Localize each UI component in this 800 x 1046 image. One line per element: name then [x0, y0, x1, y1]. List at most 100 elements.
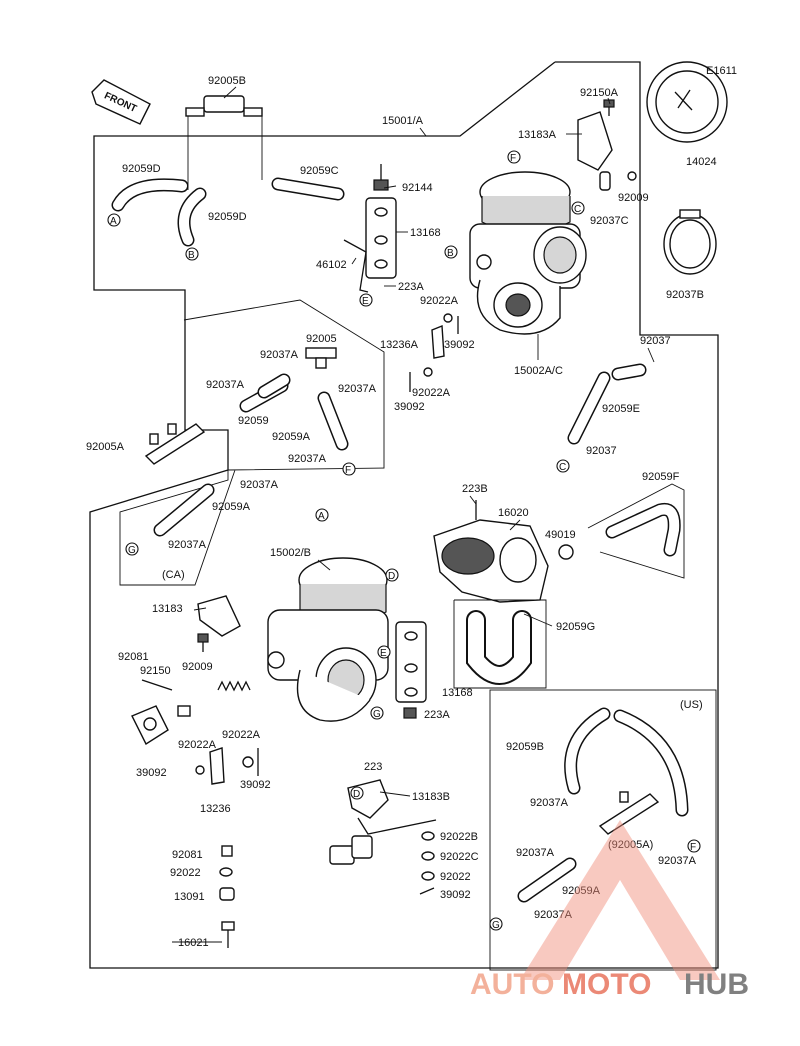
callout-g-3: G: [492, 920, 500, 931]
part-label: 223A: [424, 709, 450, 721]
needle-jet-block-13168-bottom: [395, 621, 427, 719]
us-variant-box: [489, 689, 717, 971]
part-label: 92037: [640, 335, 671, 347]
part-label: 92037C: [590, 215, 629, 227]
linkage-bottom-left: [131, 705, 191, 746]
callout-d-1: D: [388, 571, 395, 582]
callout-c-1: C: [574, 204, 581, 215]
part-label: 92059D: [122, 163, 161, 175]
clip-92037c: [599, 171, 611, 191]
part-label: 92022A: [412, 387, 451, 399]
part-label: 92005B: [208, 75, 246, 87]
callout-f-1: F: [510, 153, 516, 164]
part-label: 92037A: [288, 453, 327, 465]
part-label: 92037: [586, 445, 617, 457]
part-label: 92022: [170, 867, 201, 879]
carburetor-right-15002a-c: [469, 171, 587, 335]
part-label: 16020: [498, 507, 529, 519]
watermark-part2: MOTO: [562, 968, 651, 1001]
part-label: 223: [364, 761, 382, 773]
part-label: 92037A: [260, 349, 299, 361]
bracket-13183: [197, 595, 241, 637]
needle-jet-block-13168-top: [365, 164, 397, 279]
vacuum-tee-92005b: [185, 95, 263, 117]
part-label: 92022B: [440, 831, 478, 843]
part-label: 92022: [440, 871, 471, 883]
clamp-92037b: [663, 209, 717, 275]
tee-92005a-ca: [144, 423, 206, 465]
part-label: 92037A: [534, 909, 573, 921]
part-label: 92009: [618, 192, 649, 204]
tee-92005: [305, 347, 337, 369]
part-label: 49019: [545, 529, 576, 541]
part-label: 13183B: [412, 791, 450, 803]
part-label: 39092: [444, 339, 475, 351]
callout-d-2: D: [353, 789, 360, 800]
ca-variant-box: [119, 299, 385, 586]
part-label: 39092: [136, 767, 167, 779]
leader-lines: [172, 86, 655, 943]
watermark-logo: AUTO MOTO HUB: [470, 820, 749, 1001]
part-label: 223B: [462, 483, 488, 495]
part-label: 14024: [686, 156, 717, 168]
part-label: 92037A: [206, 379, 245, 391]
part-label: 15002/B: [270, 547, 311, 559]
diagram-code: E1611: [706, 65, 737, 77]
part-label: 92037A: [240, 479, 279, 491]
part-label: 223A: [398, 281, 424, 293]
callout-a-2: A: [318, 511, 325, 522]
front-arrow-icon: FRONT: [91, 79, 151, 125]
part-label: 92022A: [178, 739, 217, 751]
throttle-body-16020: [433, 500, 549, 603]
label-ca: (CA): [162, 569, 185, 581]
callout-b-2: B: [447, 248, 454, 259]
callout-a-1: A: [110, 216, 117, 227]
part-label: 92059E: [602, 403, 640, 415]
part-label: 92037A: [516, 847, 555, 859]
part-label: 15001/A: [382, 115, 424, 127]
ring-14024: [646, 61, 728, 143]
bracket-13183a: [577, 111, 613, 171]
part-label: 46102: [316, 259, 347, 271]
part-label: 92037B: [666, 289, 704, 301]
label-us: (US): [680, 699, 703, 711]
part-label: 92081: [118, 651, 149, 663]
part-label: 92150: [140, 665, 171, 677]
part-label: 15002A/C: [514, 365, 563, 377]
part-label: 13183: [152, 603, 183, 615]
part-label: 92037A: [338, 383, 377, 395]
part-label: 13168: [442, 687, 473, 699]
part-label: 16021: [178, 937, 209, 949]
part-label: 92144: [402, 182, 433, 194]
lever-46102: [343, 239, 369, 293]
part-label: 92081: [172, 849, 203, 861]
screw-16021: [221, 921, 235, 948]
callout-e-2: E: [380, 648, 387, 659]
part-label: 92059C: [300, 165, 339, 177]
part-label: 13236: [200, 803, 231, 815]
part-label: 92005: [306, 333, 337, 345]
part-label: 92059A: [562, 885, 601, 897]
part-label: 92059F: [642, 471, 680, 483]
part-label: 13168: [410, 227, 441, 239]
part-label: 92022C: [440, 851, 479, 863]
part-labels: E1611 (CA) (US) 92005B 15001/A 92150A 13…: [86, 65, 737, 949]
part-label: 92059A: [212, 501, 251, 513]
part-label: 92037A: [168, 539, 207, 551]
callout-circles: A B F C B E F C G A D E G D F G: [107, 150, 701, 931]
callout-f-3: F: [690, 842, 696, 853]
part-label: 92022A: [222, 729, 261, 741]
hose-92059g: [466, 610, 532, 685]
part-label: 92059G: [556, 621, 595, 633]
part-label: 92005A: [86, 441, 125, 453]
part-label: 92037A: [658, 855, 697, 867]
callout-b-1: B: [188, 250, 195, 261]
tee-92005a-us: [598, 791, 660, 835]
part-label: 92059B: [506, 741, 544, 753]
watermark-part1: AUTO: [470, 968, 554, 1001]
part-label: 39092: [240, 779, 271, 791]
watermark-part3: HUB: [684, 968, 749, 1001]
callout-g-2: G: [373, 709, 381, 720]
part-label: 92037A: [530, 797, 569, 809]
